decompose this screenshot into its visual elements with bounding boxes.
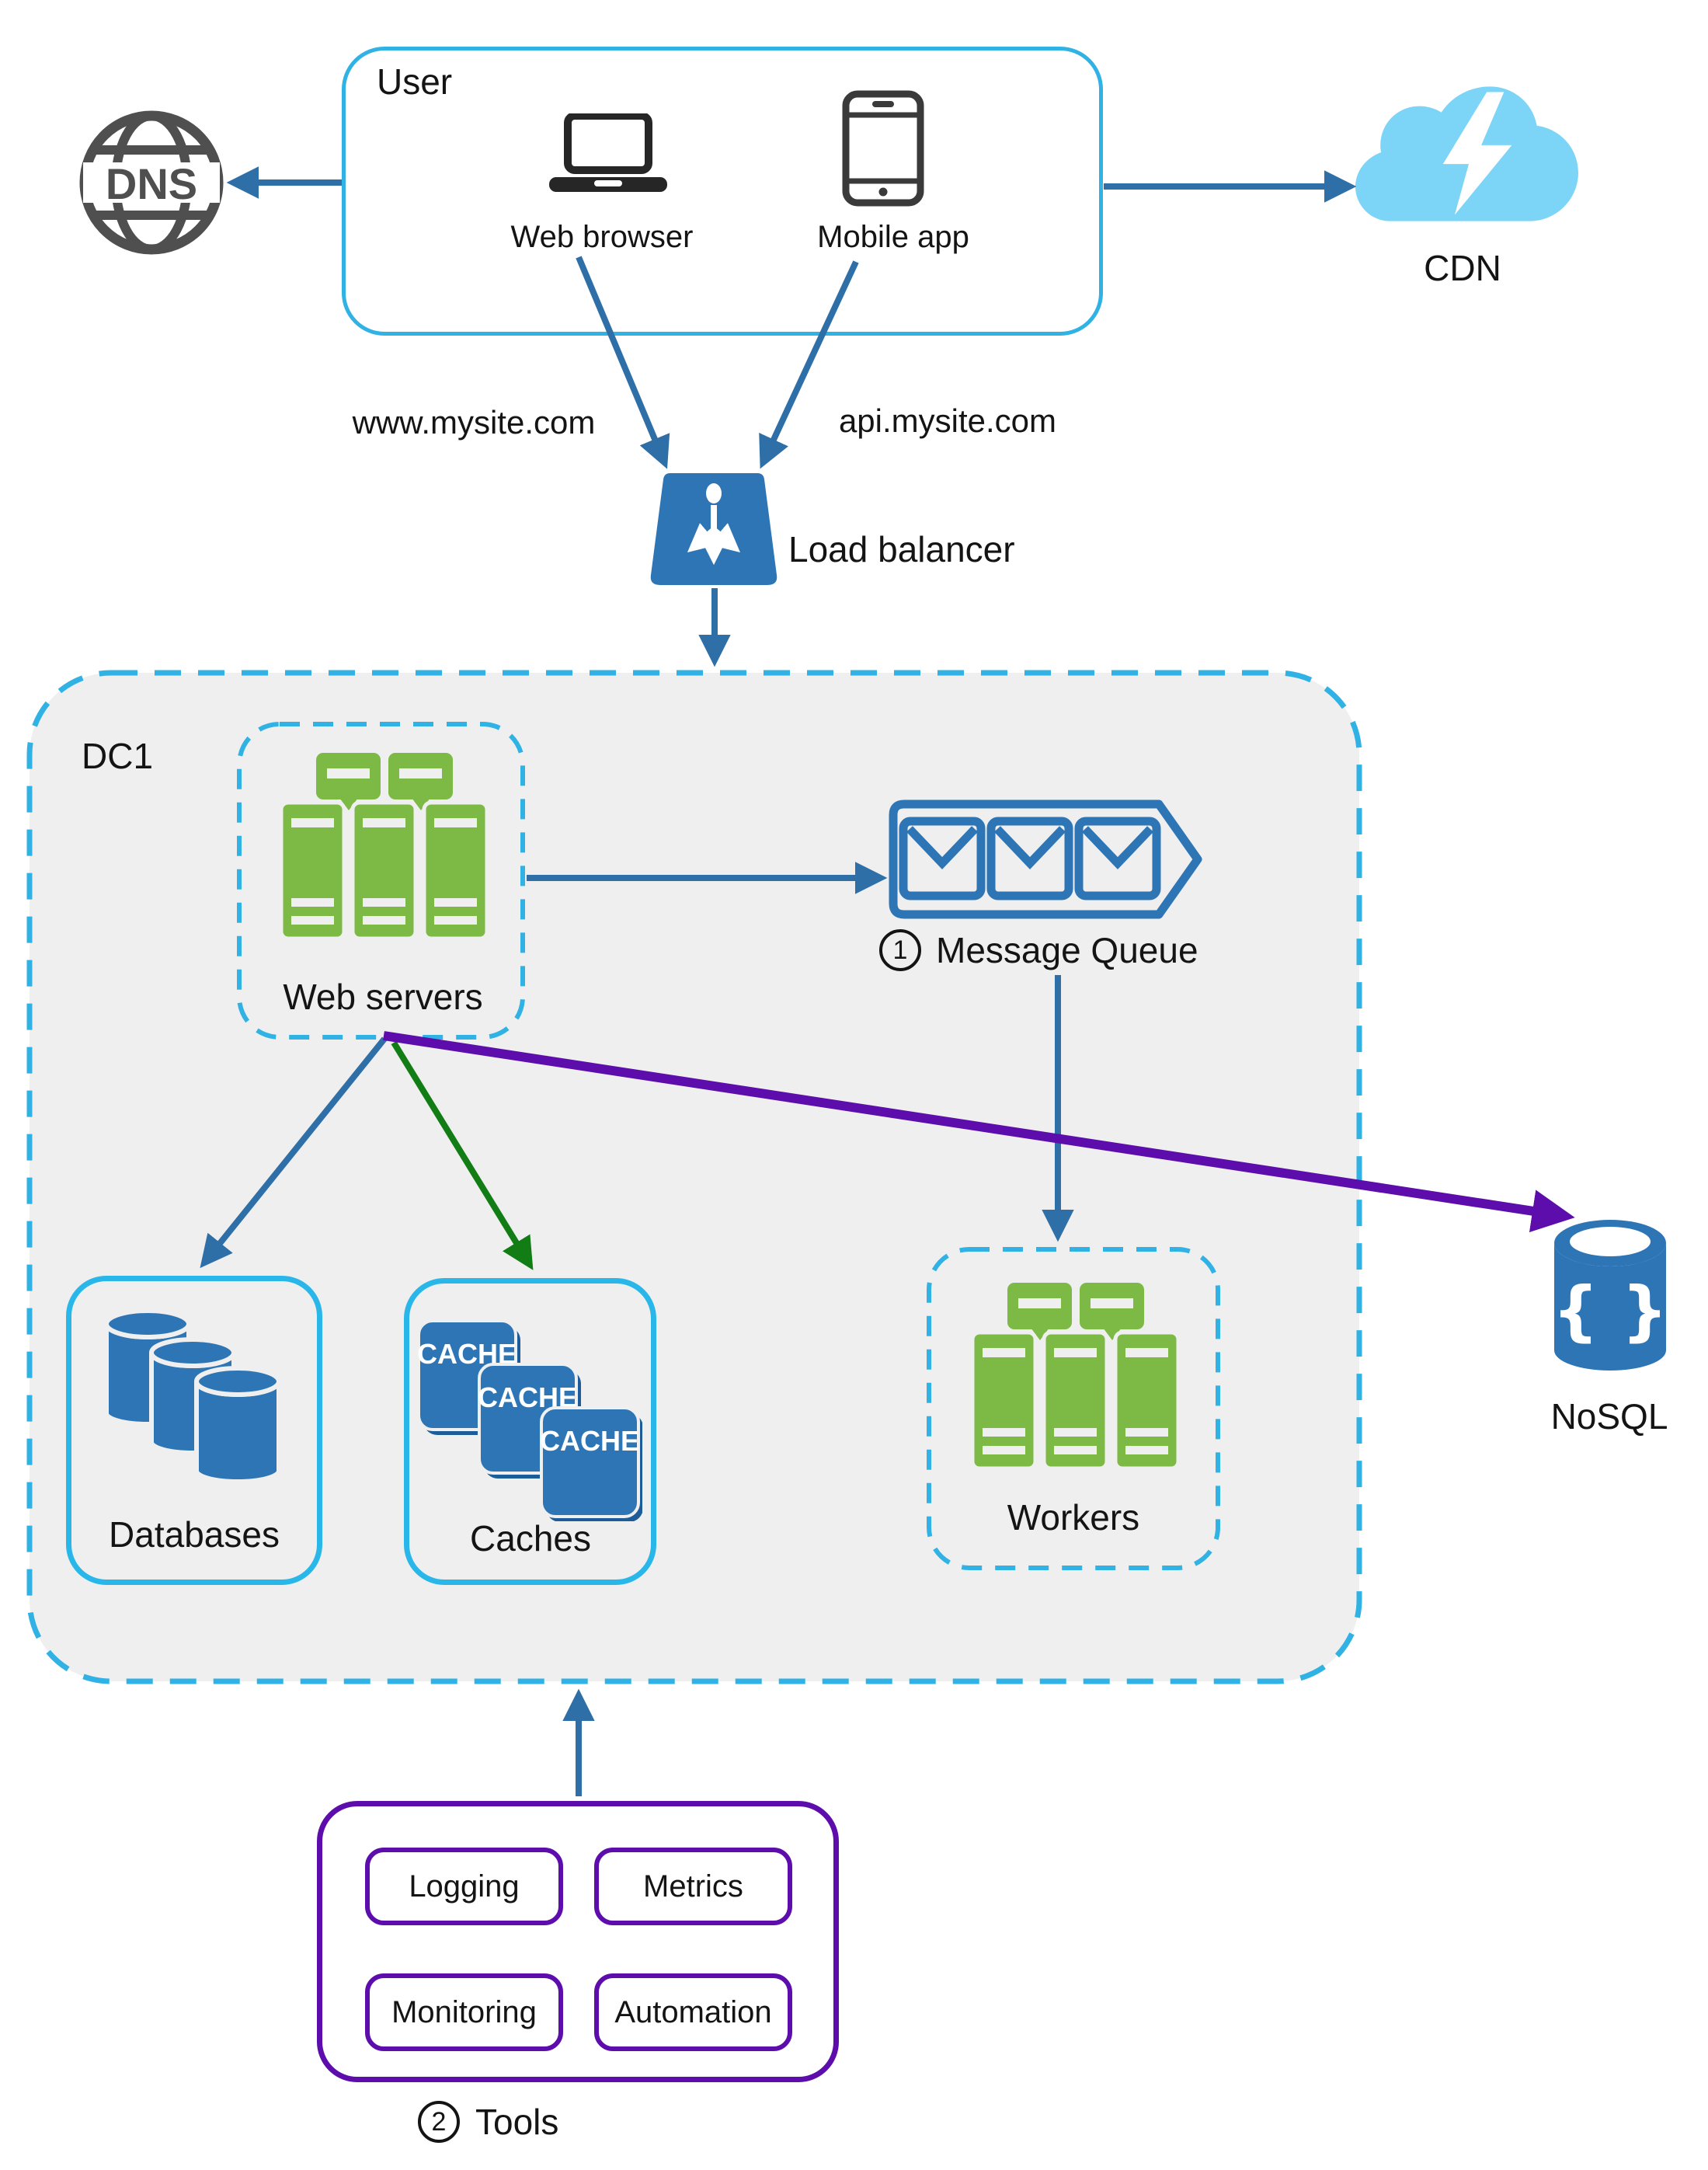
web-domain-label: www.mysite.com <box>352 404 596 441</box>
nosql-label: NoSQL <box>1550 1396 1668 1437</box>
databases-box <box>66 1276 322 1585</box>
web-servers-icon <box>280 753 489 940</box>
cdn-cloud-icon <box>1355 86 1578 221</box>
web-browser-label: Web browser <box>510 220 694 254</box>
envelope-icon <box>986 817 1073 900</box>
lightning-bolt-icon <box>1442 92 1512 215</box>
dc1-label: DC1 <box>82 736 154 776</box>
workers-label: Workers <box>1007 1497 1140 1538</box>
message-queue-icon <box>889 799 1202 919</box>
mobile-app-label: Mobile app <box>817 220 969 254</box>
dns-label: DNS <box>106 159 197 208</box>
tools-number: 2 <box>418 2101 460 2143</box>
tools-label: Tools <box>475 2102 559 2142</box>
user-title: User <box>377 61 453 102</box>
web-servers-container <box>237 722 525 1040</box>
caches-label: Caches <box>470 1518 591 1559</box>
workers-icon <box>971 1283 1181 1470</box>
workers-container <box>927 1247 1220 1570</box>
api-domain-label: api.mysite.com <box>838 402 1057 439</box>
cache-unit-label: CACHE <box>540 1425 639 1457</box>
tool-item-automation: Automation <box>594 1973 792 2051</box>
envelope-icon <box>1074 817 1161 900</box>
cdn-label: CDN <box>1424 248 1501 288</box>
tool-item-monitoring: Monitoring <box>365 1973 563 2051</box>
mobile-phone-icon <box>842 90 924 207</box>
user-box <box>342 47 1103 336</box>
caches-icon: CACHE CACHE CACHE <box>417 1319 642 1521</box>
message-queue-number: 1 <box>879 929 921 971</box>
web-servers-label: Web servers <box>283 977 483 1017</box>
databases-label: Databases <box>109 1514 280 1555</box>
tool-item-metrics: Metrics <box>594 1848 792 1925</box>
dns-globe-icon: DNS <box>79 110 224 255</box>
nosql-braces-glyph: { } <box>1553 1273 1668 1349</box>
caches-box <box>404 1278 656 1585</box>
load-balancer-label: Load balancer <box>788 529 1015 569</box>
databases-icon <box>104 1308 281 1484</box>
envelope-icon <box>899 817 986 900</box>
message-queue-label: Message Queue <box>936 930 1198 970</box>
load-balancer-icon <box>650 473 777 585</box>
tool-item-logging: Logging <box>365 1848 563 1925</box>
nosql-icon: { } <box>1553 1220 1668 1371</box>
laptop-icon <box>549 113 667 192</box>
